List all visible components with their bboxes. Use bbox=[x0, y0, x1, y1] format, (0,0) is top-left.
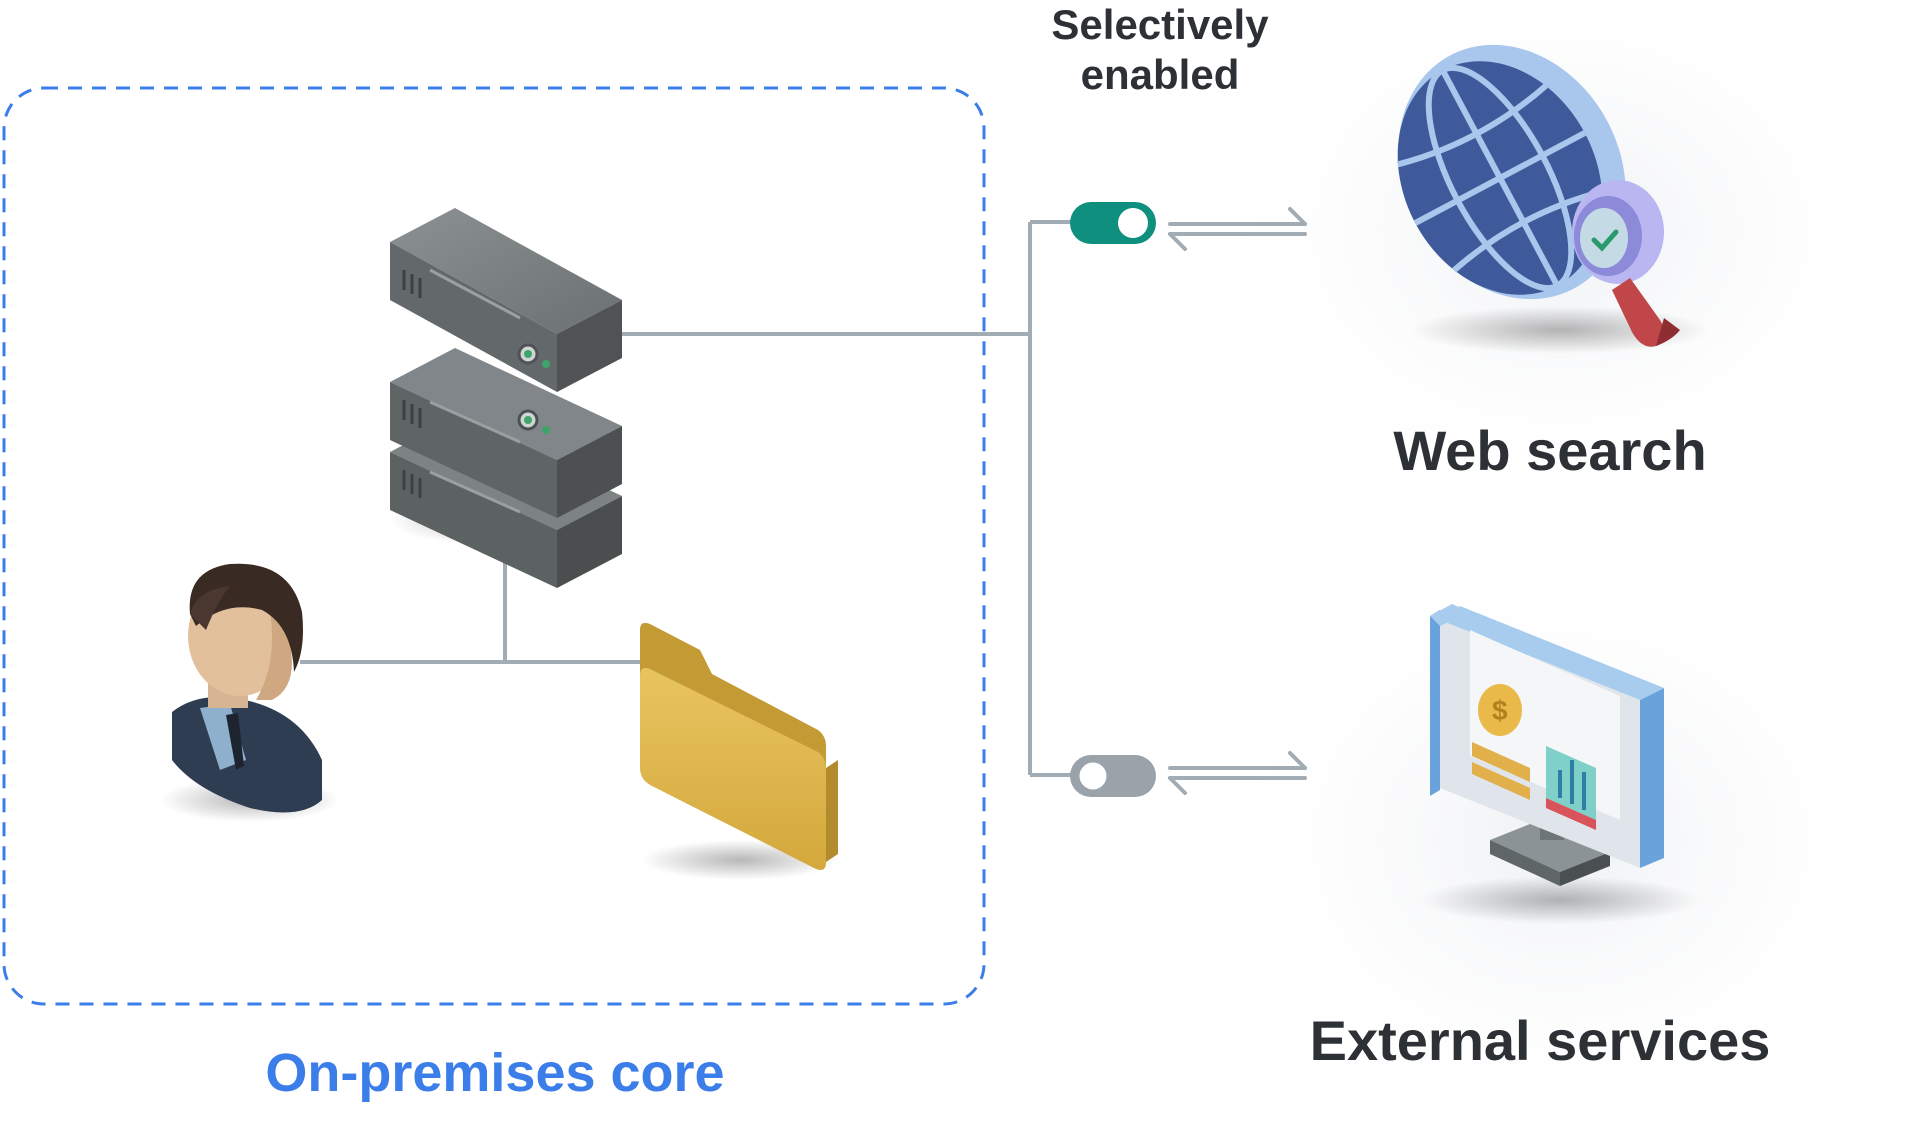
toggle-off-switch[interactable] bbox=[1070, 755, 1156, 797]
monitor-dashboard-icon: $ bbox=[1420, 604, 1700, 924]
core-boundary bbox=[2, 86, 986, 1006]
user-person-icon bbox=[160, 563, 340, 822]
on-premises-core-label: On-premises core bbox=[265, 1043, 725, 1103]
toggle-caption: Selectively enabled bbox=[1010, 0, 1310, 101]
arrows-external bbox=[1168, 751, 1307, 795]
folder-icon bbox=[640, 622, 840, 880]
toggle-caption-line-2: enabled bbox=[1080, 51, 1240, 99]
server-stack-icon bbox=[390, 208, 622, 588]
web-search-label: Web search bbox=[1393, 419, 1707, 482]
globe-magnifier-icon bbox=[1396, 44, 1710, 354]
toggle-caption-line-1: Selectively bbox=[1051, 1, 1269, 48]
svg-text:$: $ bbox=[1492, 695, 1508, 726]
arrows-web bbox=[1168, 207, 1307, 251]
toggle-on-switch[interactable] bbox=[1070, 202, 1156, 244]
external-services-label: External services bbox=[1309, 1009, 1771, 1072]
